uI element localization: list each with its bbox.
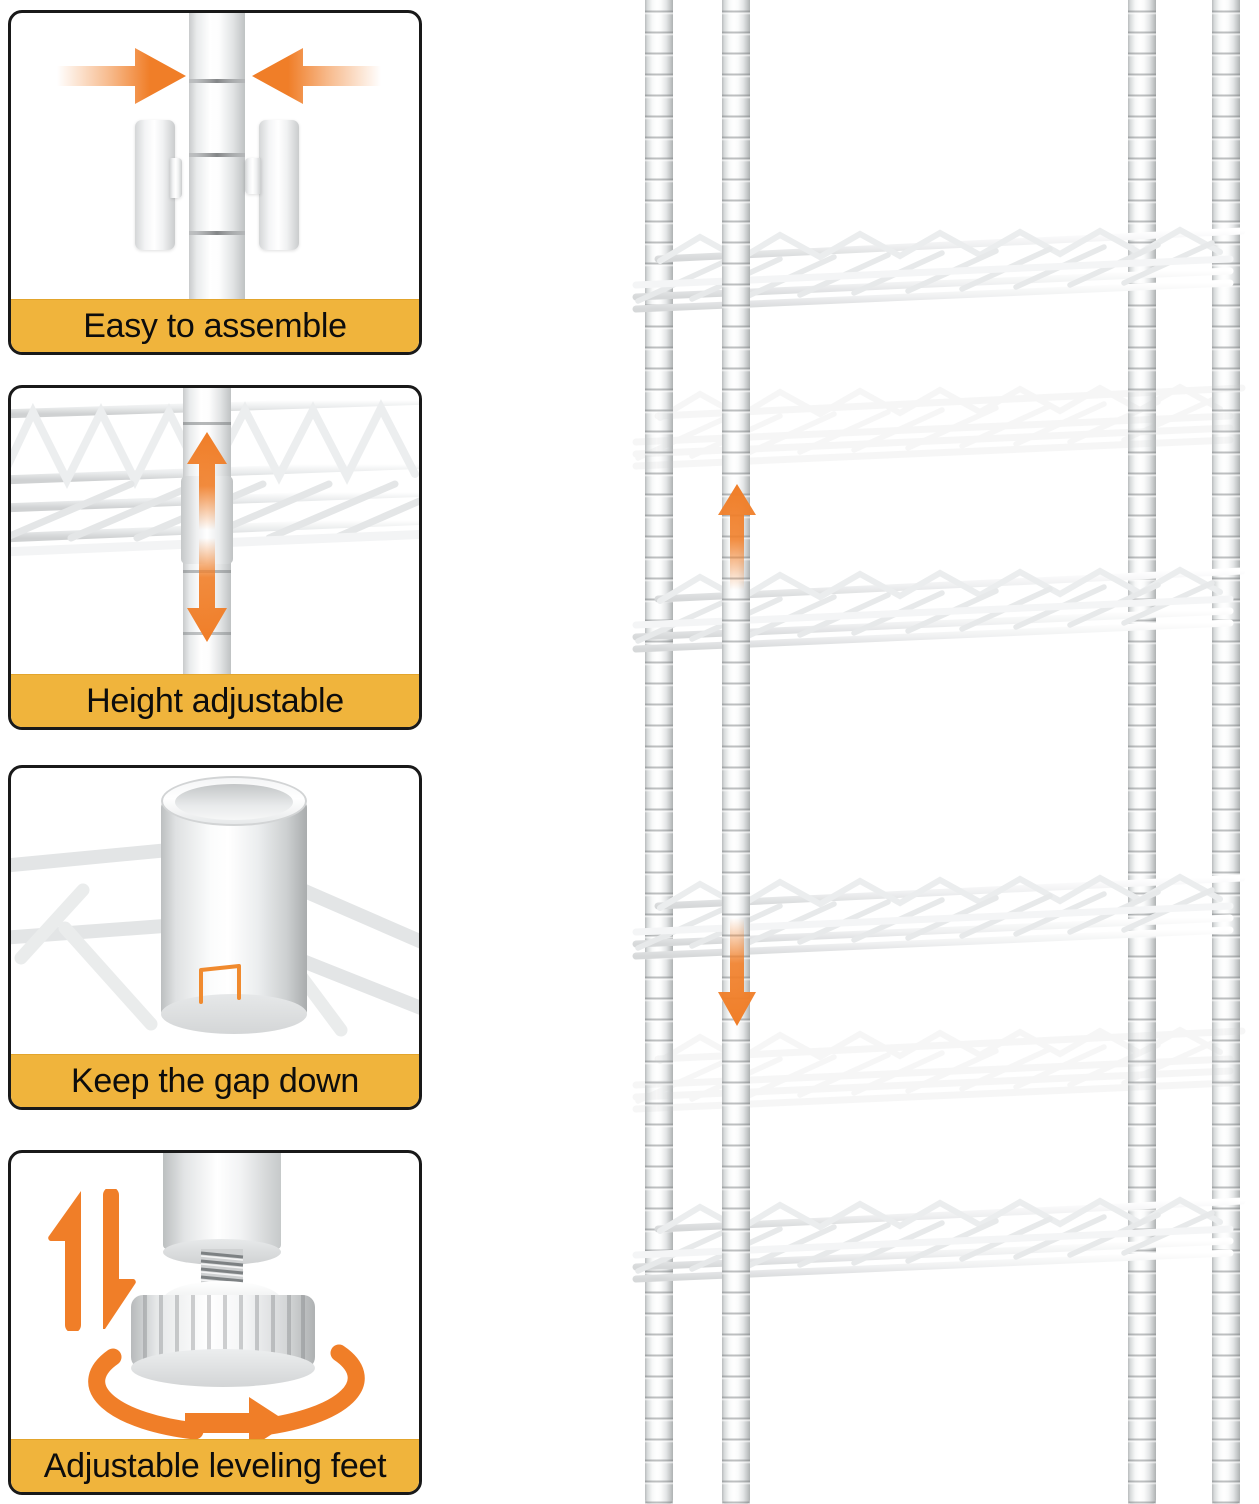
panel-art-easy-to-assemble <box>11 13 419 300</box>
feature-panel-height-adjustable: Height adjustable <box>8 385 422 730</box>
corner-sleeve-body <box>161 800 307 1018</box>
sleeve-half-right-tab <box>245 158 261 194</box>
lower-shelf-arrow-icon <box>718 918 756 1026</box>
feature-panel-adjustable-leveling-feet: Adjustable leveling feet <box>8 1150 422 1495</box>
pole-seam <box>189 79 245 83</box>
panel-art-adjustable-leveling-feet <box>11 1153 419 1440</box>
caption-bar-easy-to-assemble: Easy to assemble <box>11 299 419 352</box>
caption-text: Easy to assemble <box>83 307 347 345</box>
pole-seam <box>189 231 245 235</box>
leveling-knob-base <box>131 1349 315 1387</box>
corner-sleeve-bore <box>175 784 293 820</box>
caption-bar-height-adjustable: Height adjustable <box>11 674 419 727</box>
feature-panel-column: Easy to assemble <box>0 0 432 1500</box>
sleeve-half-right <box>259 120 299 250</box>
feature-panel-easy-to-assemble: Easy to assemble <box>8 10 422 355</box>
sleeve-half-left-tab <box>170 158 182 198</box>
lower-arrow-icon <box>187 538 227 642</box>
pole-ring <box>183 422 231 425</box>
sleeve-half-left <box>135 120 175 250</box>
raise-shelf-arrow-icon <box>718 484 756 590</box>
raise-arrow-icon <box>187 432 227 530</box>
panel-art-height-adjustable <box>11 388 419 675</box>
feature-panel-keep-the-gap-down: Keep the gap down <box>8 765 422 1110</box>
gap-notch-highlight-icon <box>199 964 241 1004</box>
leg-post <box>163 1153 281 1249</box>
rack-post-front-left <box>722 0 750 1504</box>
push-left-arrow-icon <box>252 48 381 104</box>
caption-text: Height adjustable <box>86 682 344 720</box>
push-right-arrow-icon <box>57 48 186 104</box>
caption-bar-keep-the-gap-down: Keep the gap down <box>11 1054 419 1107</box>
raise-lower-arrow-icon <box>48 1189 136 1331</box>
pole-seam <box>189 153 245 157</box>
caption-bar-adjustable-leveling-feet: Adjustable leveling feet <box>11 1439 419 1492</box>
wire-shelving-rack <box>620 0 1259 1504</box>
corner-sleeve-bottom-edge <box>161 994 307 1034</box>
caption-text: Keep the gap down <box>71 1062 359 1100</box>
rotate-arrow-icon <box>88 1344 365 1440</box>
caption-text: Adjustable leveling feet <box>43 1447 387 1485</box>
panel-art-keep-the-gap-down <box>11 768 419 1055</box>
rack-shelf-6 <box>630 1185 1250 1295</box>
